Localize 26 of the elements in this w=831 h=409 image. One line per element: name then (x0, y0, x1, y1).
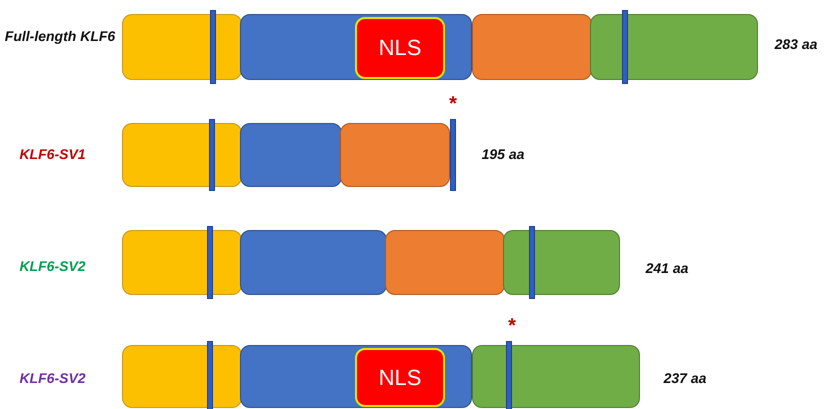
length-label: 237 aa (662, 370, 708, 387)
isoform-name: KLF6-SV2 (18, 258, 87, 275)
length-label: 195 aa (480, 146, 526, 163)
domain-segment (240, 345, 472, 408)
domain-segment (503, 230, 620, 295)
domain-segment (122, 123, 242, 187)
domain-segment (472, 345, 640, 408)
domain-segment (240, 123, 342, 187)
isoform-name: KLF6-SV2 (18, 370, 87, 387)
domain-segment (340, 123, 450, 187)
domain-segment (122, 345, 242, 408)
stop-asterisk: * (448, 96, 458, 113)
nls-domain-box: NLS (355, 348, 445, 407)
domain-segment (472, 14, 592, 80)
length-label: 241 aa (644, 260, 690, 277)
length-label: 283 aa (774, 36, 818, 53)
nls-domain-box: NLS (355, 17, 445, 79)
domain-segment (385, 230, 505, 295)
domain-segment (122, 230, 242, 295)
stop-asterisk: * (507, 318, 517, 335)
domain-segment (240, 14, 472, 80)
isoform-name: KLF6-SV1 (18, 146, 87, 163)
isoform-name: Full-length KLF6 (4, 28, 116, 45)
domain-segment (122, 14, 242, 80)
domain-segment (590, 14, 758, 80)
domain-segment (240, 230, 387, 295)
